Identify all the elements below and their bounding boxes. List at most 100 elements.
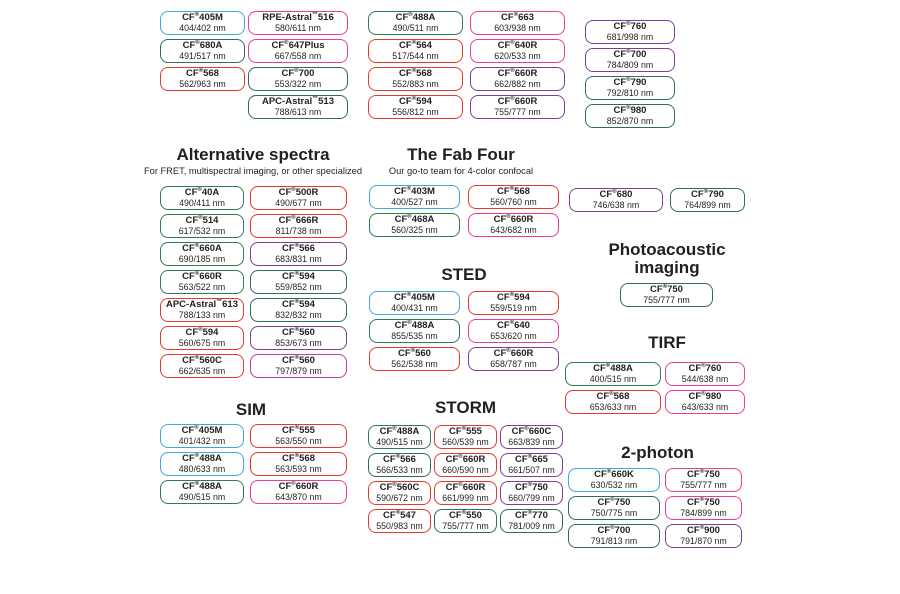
dye-name: CF®680 [599,189,633,201]
dye-name: CF®560 [282,355,315,367]
dye-name: CF®640R [497,40,538,52]
dye-wavelengths: 784/809 nm [606,59,654,70]
dye-wavelengths: 661/999 nm [442,492,489,503]
dye-name: CF®566 [282,243,315,255]
trademark-symbol: ® [527,454,533,461]
section-subtitle: Our go-to team for 4-color confocal [388,166,534,177]
dye-name: CF®660R [497,96,538,108]
trademark-symbol: ® [699,497,705,504]
dye-name: CF®488A [182,481,222,493]
trademark-symbol: ® [294,425,300,432]
dye-name: CF®488A [182,453,222,465]
trademark-symbol: ® [198,68,204,75]
trademark-symbol: ® [392,482,397,489]
trademark-symbol: ® [407,320,412,327]
dye-wavelengths: 852/870 nm [606,115,654,126]
dye-name: CF®547 [383,510,416,522]
trademark-symbol: ® [284,40,289,47]
dye-name: CF®900 [687,525,720,537]
trademark-symbol: ® [461,510,467,517]
dye-wavelengths: 562/963 nm [179,78,226,89]
dye-wavelengths: 560/675 nm [178,337,226,348]
dye-name: CF®660A [182,243,222,255]
trademark-symbol: ® [194,355,200,362]
trademark-symbol: ® [294,453,300,460]
section-title: Alternative spectra [176,145,330,164]
dye-name: CF®555 [449,426,482,438]
dye-name: CF®560 [398,348,431,360]
trademark-symbol: ® [195,40,200,47]
dye-name: CF®680A [182,40,223,52]
trademark-symbol: ® [408,12,413,19]
trademark-symbol: ® [411,68,417,75]
trademark-symbol: ® [294,271,300,278]
trademark-symbol: ® [524,426,529,433]
dye-wavelengths: 590/672 nm [376,492,423,503]
dye-name: CF®770 [515,510,548,522]
dye-wavelengths: 563/550 nm [275,435,322,446]
dye-wavelengths: 517/544 nm [392,50,439,61]
trademark-symbol: ® [703,189,709,196]
trademark-symbol: ® [662,284,668,291]
dye-wavelengths: 764/899 nm [684,199,731,210]
dye-wavelengths: 750/775 nm [590,507,638,518]
dye-name: CF®403M [394,186,435,198]
dye-name: CF®405M [394,292,435,304]
dye-wavelengths: 562/538 nm [391,358,438,369]
trademark-symbol: ® [294,68,299,75]
trademark-symbol: ® [392,426,397,433]
dye-name: CF®594 [497,292,530,304]
trademark-symbol: ® [509,186,515,193]
dye-name: CF®980 [688,391,722,403]
dye-wavelengths: 791/870 nm [680,535,727,546]
trademark-symbol: ® [411,40,417,47]
dye-wavelengths: 663/839 nm [508,436,555,447]
dye-name: CF®488A [593,363,633,375]
dye-wavelengths: 580/611 nm [275,22,321,33]
section-title: TIRF [648,333,686,352]
dye-wavelengths: 630/532 nm [590,479,638,490]
dye-name: CF®568 [596,391,630,403]
dye-name: CF®660R [445,454,486,466]
trademark-symbol: ® [626,21,631,28]
trademark-symbol: ® [194,453,200,460]
trademark-symbol: ® [406,186,412,193]
dye-wavelengths: 490/411 nm [179,197,225,208]
trademark-symbol: ® [527,482,533,489]
section-header-alternative-spectra: Alternative spectra For FRET, multispect… [140,145,366,176]
trademark-symbol: ® [395,510,401,517]
dye-name: APC-Astral™513 [261,96,334,108]
dye-wavelengths: 755/777 nm [643,294,690,305]
dye-wavelengths: 559/852 nm [275,281,322,292]
